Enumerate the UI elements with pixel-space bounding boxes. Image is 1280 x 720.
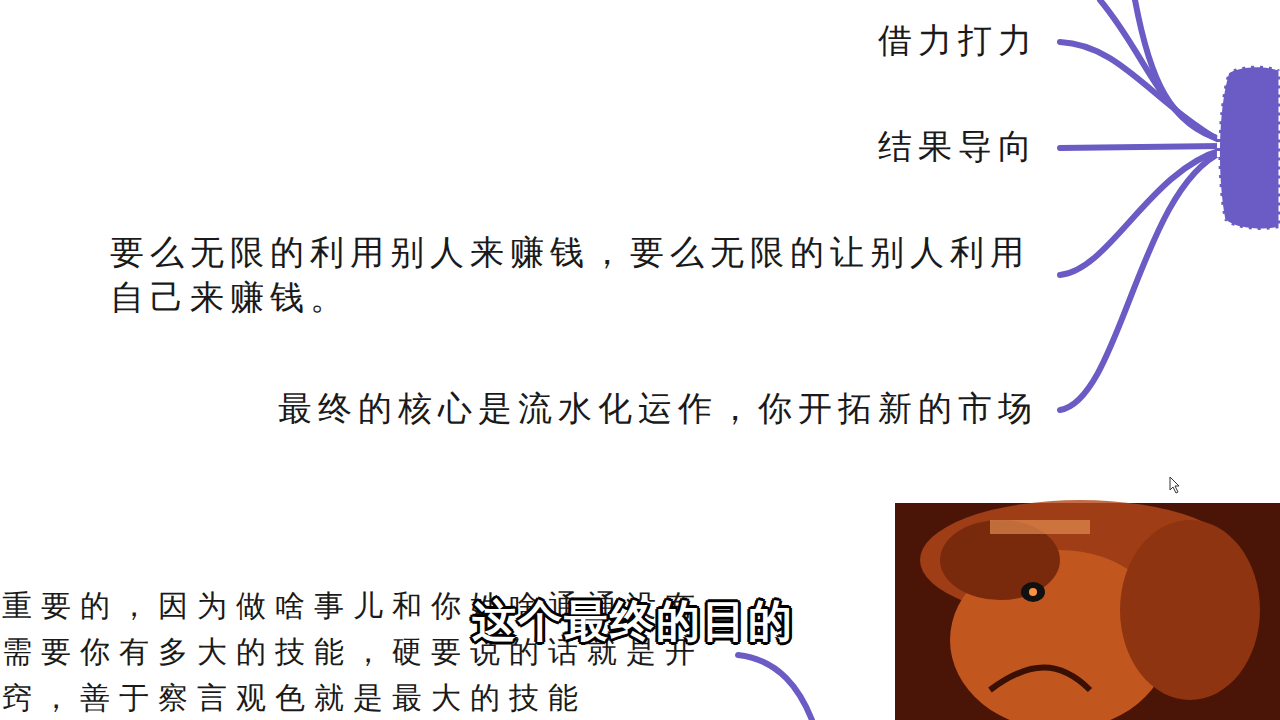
branch-label: 最终的核心是流水化运作，你开拓新的市场	[278, 386, 1038, 431]
body-text: 窍，善于察言观色就是最大的技能	[2, 678, 587, 718]
video-overlay	[895, 500, 1280, 720]
branch-label: 要么无限的利用别人来赚钱，要么无限的让别人利用自己来赚钱。	[110, 230, 1050, 320]
subtitle: 这个最终的目的	[472, 592, 794, 650]
branch-label: 借力打力	[878, 18, 1038, 63]
mouse-cursor	[1170, 477, 1179, 493]
central-node-shape	[1218, 66, 1280, 230]
branch-label: 结果导向	[878, 124, 1038, 169]
